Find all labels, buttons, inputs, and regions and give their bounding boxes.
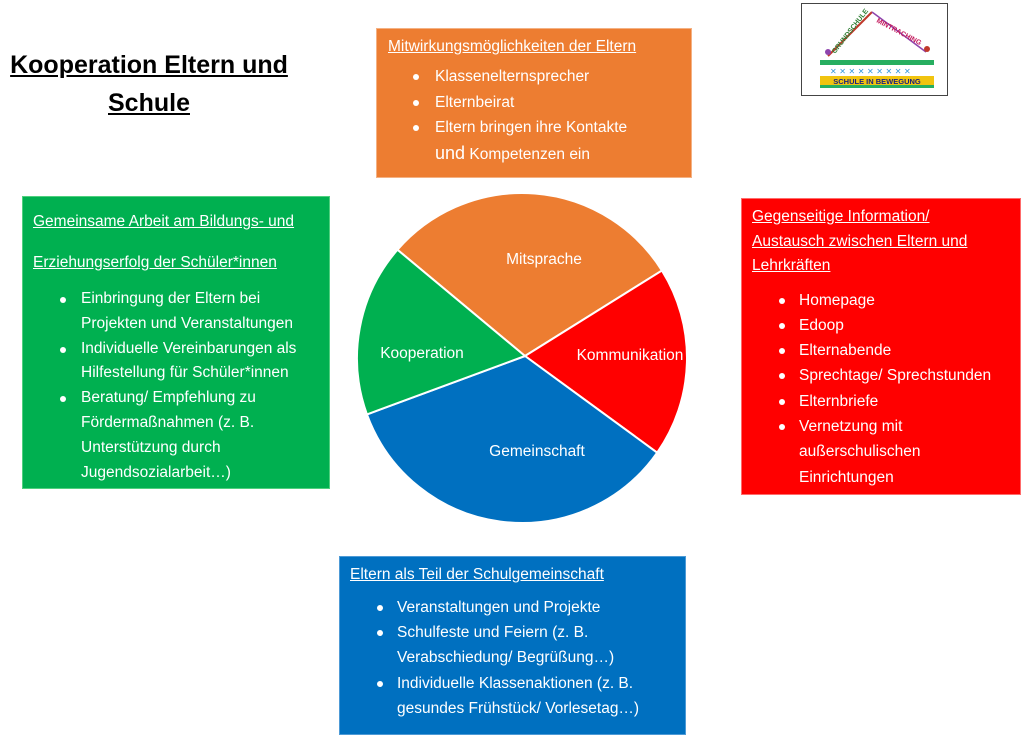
list-item: Elternabende <box>752 338 1014 363</box>
logo-figure-right <box>924 46 930 52</box>
logo-figure-left <box>825 49 831 55</box>
list-item: Individuelle Vereinbarungen als Hilfeste… <box>33 337 303 387</box>
pie-label-kommunikation: Kommunikation <box>577 347 684 364</box>
list-item: Beratung/ Empfehlung zu Fördermaßnahmen … <box>33 386 281 485</box>
logo-figures-row: ✕ ✕ ✕ ✕ ✕ ✕ ✕ ✕ ✕ <box>830 67 911 76</box>
page-title: Kooperation Eltern und Schule <box>5 46 293 122</box>
page-title-line1: Kooperation Eltern und <box>10 51 288 79</box>
box-schulgemeinschaft-heading: Eltern als Teil der Schulgemeinschaft <box>350 566 604 583</box>
pie-segment-gemeinschaft <box>365 354 659 524</box>
box-gemeinsame-arbeit: Gemeinsame Arbeit am Bildungs- und Erzie… <box>22 196 330 489</box>
list-item: Elternbriefe <box>752 389 1014 414</box>
list-item: Elternbeirat <box>388 90 691 116</box>
logo-arc-text: GRUNDSCHULE <box>831 8 870 55</box>
pie-label-mitsprache: Mitsprache <box>506 251 582 268</box>
svg-text:✕ ✕ ✕ ✕ ✕ ✕ ✕ ✕ ✕: ✕ ✕ ✕ ✕ ✕ ✕ ✕ ✕ ✕ <box>830 67 911 76</box>
pie-label-kooperation: Kooperation <box>380 345 464 362</box>
logo-grass-bottom <box>820 85 934 88</box>
list-item: Einbringung der Eltern bei Projekten und… <box>33 287 303 337</box>
list-item: Vernetzung mit außerschulischen Einricht… <box>752 414 949 490</box>
box-schulgemeinschaft: Eltern als Teil der Schulgemeinschaft Ve… <box>339 556 686 735</box>
logo-roof-left <box>827 11 873 57</box>
logo-banner-bg <box>820 76 934 85</box>
pie-segment-mitsprache <box>396 192 664 358</box>
logo-roof-right <box>871 11 927 53</box>
pie-label-gemeinschaft: Gemeinschaft <box>489 443 585 460</box>
box-mitwirkung-heading: Mitwirkungsmöglichkeiten der Eltern <box>388 38 637 55</box>
school-logo: GRUNDSCHULE MINTRACHING ✕ ✕ ✕ ✕ ✕ ✕ ✕ ✕ … <box>801 3 948 96</box>
school-logo-graphic: GRUNDSCHULE MINTRACHING ✕ ✕ ✕ ✕ ✕ ✕ ✕ ✕ … <box>820 8 934 88</box>
box-gemeinsame-arbeit-heading-1: Gemeinsame Arbeit am Bildungs- und <box>33 213 295 230</box>
list-item: Homepage <box>752 288 1014 313</box>
list-item: Edoop <box>752 313 1014 338</box>
list-item: Veranstaltungen und Projekte <box>350 595 660 620</box>
list-item: Klassenelternsprecher <box>388 64 691 90</box>
box-gemeinsame-arbeit-list: Einbringung der Eltern bei Projekten und… <box>33 287 303 485</box>
list-item-text-und: und <box>435 142 466 163</box>
logo-banner-text: SCHULE IN BEWEGUNG <box>833 77 921 86</box>
page-title-line2: Schule <box>108 89 190 117</box>
box-gemeinsame-arbeit-heading-2: Erziehungserfolg der Schüler*innen <box>33 254 277 271</box>
box-schulgemeinschaft-list: Veranstaltungen und Projekte Schulfeste … <box>350 595 660 721</box>
list-item: Sprechtage/ Sprechstunden <box>752 363 1014 388</box>
box-mitwirkung-list: Klassenelternsprecher Elternbeirat Elter… <box>388 64 691 167</box>
pie-segment-kommunikation <box>523 269 688 455</box>
logo-grass-top <box>820 60 934 65</box>
list-item: Schulfeste und Feiern (z. B. Verabschied… <box>350 620 632 670</box>
pie-segment-kooperation <box>356 248 527 416</box>
list-item-text-cont: Kompetenzen ein <box>469 145 590 163</box>
list-item: Individuelle Klassenaktionen (z. B. gesu… <box>350 671 682 721</box>
list-item-text: Eltern bringen ihre Kontakte <box>435 119 628 136</box>
box-mitwirkung: Mitwirkungsmöglichkeiten der Eltern Klas… <box>376 28 692 178</box>
logo-town-text: MINTRACHING <box>875 18 923 48</box>
box-information-list: Homepage Edoop Elternabende Sprechtage/ … <box>752 288 1014 490</box>
box-information: Gegenseitige Information/ Austausch zwis… <box>741 198 1021 495</box>
box-information-heading: Gegenseitige Information/ Austausch zwis… <box>752 208 968 274</box>
list-item: Eltern bringen ihre Kontakte und Kompeten… <box>388 115 691 167</box>
